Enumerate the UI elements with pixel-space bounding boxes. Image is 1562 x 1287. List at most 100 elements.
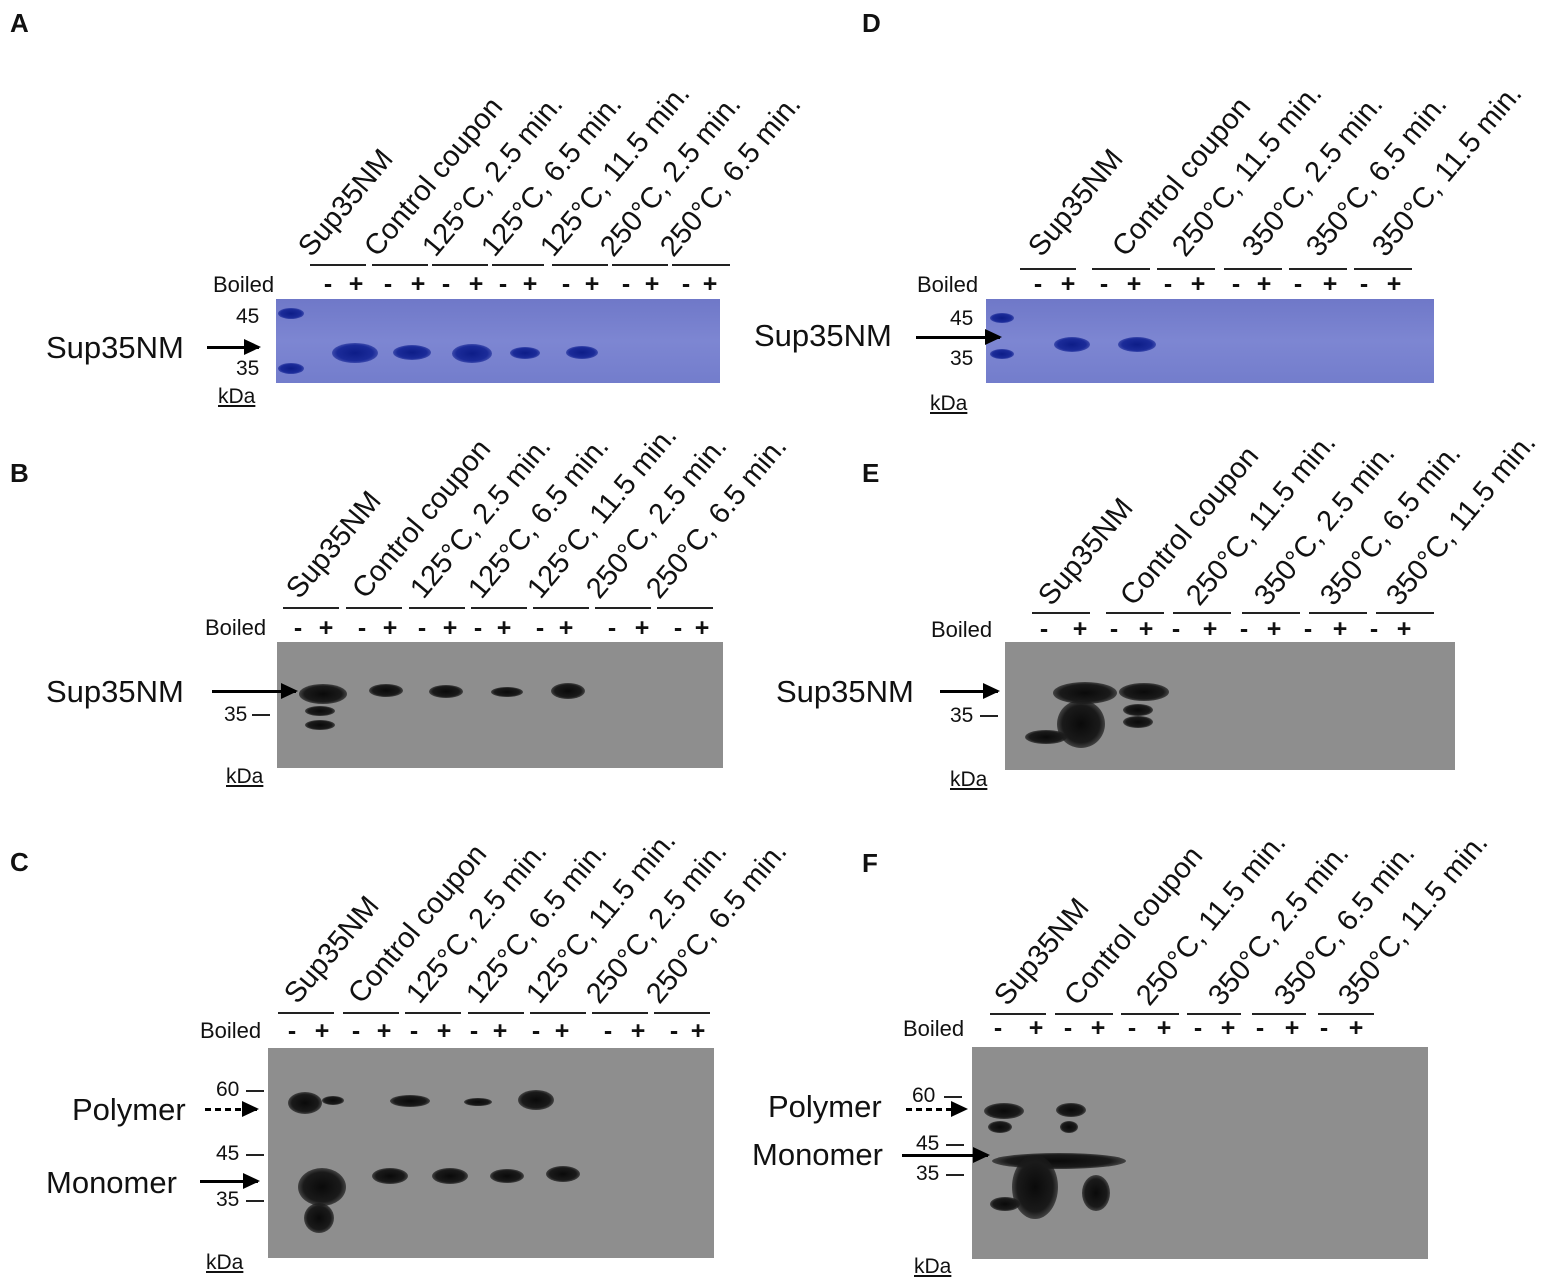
lane-underline [492, 264, 544, 266]
plus-sign: + [1028, 1014, 1044, 1042]
plus-sign: + [496, 614, 512, 642]
kda-label: kDa [950, 768, 988, 791]
boiled-label: Boiled [200, 1018, 262, 1043]
minus-sign: - [681, 270, 691, 298]
protein-band [1012, 1155, 1058, 1219]
lane-underline [432, 264, 488, 266]
mw-tick [980, 715, 998, 717]
minus-sign: - [669, 1017, 679, 1045]
kda-label: kDa [930, 392, 968, 415]
ladder-band [990, 313, 1014, 323]
plus-sign: + [468, 270, 484, 298]
mw-tick [944, 1096, 962, 1098]
protein-band [490, 1169, 524, 1183]
boiled-label: Boiled [917, 272, 979, 297]
lane-underline [343, 1012, 399, 1014]
minus-sign: - [1163, 270, 1173, 298]
plus-sign: + [522, 270, 538, 298]
lane-underline [1032, 612, 1090, 614]
protein-band [429, 685, 463, 698]
lane-underline [1106, 612, 1164, 614]
minus-sign: - [1099, 270, 1109, 298]
boiled-label: Boiled [213, 272, 275, 297]
mw-tick [946, 1174, 964, 1176]
plus-sign: + [644, 270, 660, 298]
protein-band [1119, 683, 1169, 701]
lane-underline [530, 1012, 586, 1014]
mw-marker-35: 35 [916, 1162, 940, 1185]
boiled-label: Boiled [931, 617, 993, 642]
protein-band [1123, 704, 1153, 716]
kda-label: kDa [226, 765, 264, 788]
kda-label: kDa [206, 1251, 244, 1274]
lane-underline [672, 264, 730, 266]
lane-underline [595, 607, 651, 609]
plus-sign: + [1138, 615, 1154, 643]
lane-underline [310, 264, 366, 266]
lane-underline [612, 264, 668, 266]
protein-band [299, 684, 347, 704]
protein-band [464, 1098, 492, 1106]
lane-underline [405, 1012, 461, 1014]
lane-underline [1092, 268, 1150, 270]
minus-sign: - [1359, 270, 1369, 298]
plus-sign: + [702, 270, 718, 298]
plus-sign: + [492, 1017, 508, 1045]
lane-underline [278, 1012, 334, 1014]
kda-label: kDa [218, 385, 256, 408]
minus-sign: - [417, 614, 427, 642]
protein-band [305, 720, 335, 730]
minus-sign: - [1193, 1014, 1203, 1042]
plus-sign: + [1060, 270, 1076, 298]
mw-tick [246, 1154, 264, 1156]
plus-sign: + [436, 1017, 452, 1045]
minus-sign: - [351, 1017, 361, 1045]
lane-underline [533, 607, 589, 609]
plus-sign: + [442, 614, 458, 642]
coomassie-gel [276, 299, 720, 383]
protein-band [1025, 730, 1067, 744]
lane-underline [1242, 612, 1300, 614]
protein-band [304, 1203, 334, 1233]
mw-tick [946, 1144, 964, 1146]
protein-band [546, 1166, 580, 1182]
arrow-right-icon [200, 1173, 260, 1189]
protein-band [1082, 1175, 1110, 1211]
minus-sign: - [1109, 615, 1119, 643]
polymer-label: Polymer [768, 1089, 882, 1124]
plus-sign: + [1332, 615, 1348, 643]
boiled-label: Boiled [205, 615, 267, 640]
mw-marker-35: 35 [950, 704, 974, 727]
plus-sign: + [318, 614, 334, 642]
minus-sign: - [357, 614, 367, 642]
protein-band [1053, 682, 1117, 704]
minus-sign: - [673, 614, 683, 642]
western-blot [268, 1048, 714, 1258]
arrow-right-icon [212, 683, 298, 699]
mw-tick [246, 1200, 264, 1202]
plus-sign: + [694, 614, 710, 642]
arrow-right-icon [205, 1101, 259, 1117]
protein-band [305, 706, 335, 716]
kda-label: kDa [914, 1255, 952, 1278]
protein-band [518, 1090, 554, 1110]
plus-sign: + [348, 270, 364, 298]
protein-band [984, 1103, 1024, 1119]
plus-sign: + [1156, 1014, 1172, 1042]
panel-letter-a: A [10, 8, 29, 38]
lane-underline [657, 607, 713, 609]
plus-sign: + [1202, 615, 1218, 643]
lane-underline [471, 607, 527, 609]
monomer-label: Monomer [752, 1137, 883, 1172]
minus-sign: - [1171, 615, 1181, 643]
protein-band [452, 344, 492, 363]
minus-sign: - [603, 1017, 613, 1045]
western-blot [1005, 642, 1455, 770]
minus-sign: - [287, 1017, 297, 1045]
protein-band [432, 1168, 468, 1184]
lane-underline [990, 1013, 1046, 1015]
minus-sign: - [561, 270, 571, 298]
plus-sign: + [1266, 615, 1282, 643]
arrow-right-icon [207, 339, 261, 355]
plus-sign: + [1126, 270, 1142, 298]
